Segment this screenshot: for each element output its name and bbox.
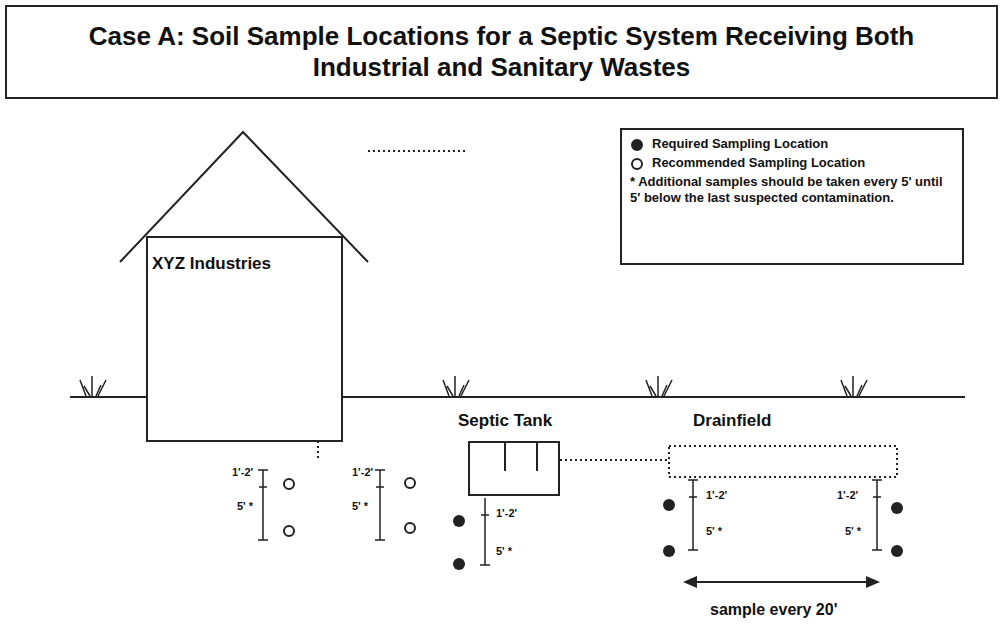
building-node: XYZ Industries: [120, 132, 368, 441]
node-label: XYZ Industries: [152, 254, 271, 274]
recommended-sample-circles: [284, 478, 415, 536]
depth-label: 1'-2': [496, 507, 517, 519]
legend-box: Required Sampling LocationRecommended Sa…: [620, 128, 964, 265]
node-label: Septic Tank: [458, 411, 552, 431]
pipe-branch: [317, 441, 319, 460]
depth-label: 5' *: [706, 525, 722, 537]
depth-label: 5' *: [237, 500, 253, 512]
node-outline: [468, 441, 560, 496]
legend-text: Required Sampling Location: [652, 136, 828, 152]
drainfield-outline: [669, 446, 897, 477]
drainfield-node: Drainfield: [668, 445, 898, 478]
legend-circle: [632, 140, 642, 150]
depth-label: 1'-2': [232, 466, 253, 478]
legend-row: * Additional samples should be taken eve…: [630, 174, 954, 206]
building-wall: [147, 237, 342, 441]
septic-tank-node: Septic Tank: [468, 441, 560, 496]
depth-brackets: [258, 470, 882, 565]
node-outline: [668, 445, 898, 478]
legend-row: Recommended Sampling Location: [630, 155, 954, 171]
depth-label: 5' *: [496, 545, 512, 557]
tank-baffles: [505, 442, 537, 471]
spacing-arrow: [683, 576, 880, 588]
tank-outline: [469, 442, 559, 495]
title-text: Case A: Soil Sample Locations for a Sept…: [52, 21, 952, 83]
legend-text: * Additional samples should be taken eve…: [630, 174, 948, 206]
depth-label: 1'-2': [837, 489, 858, 501]
depth-label: 5' *: [845, 525, 861, 537]
legend-circle: [632, 159, 642, 169]
pipe-connector: [368, 150, 468, 152]
pipe-connector: [560, 459, 668, 461]
recommended-symbol: [630, 157, 644, 171]
required-sample-dots: [453, 499, 903, 570]
legend-row: Required Sampling Location: [630, 136, 954, 152]
title-box: Case A: Soil Sample Locations for a Sept…: [5, 5, 998, 99]
depth-label: 5' *: [352, 500, 368, 512]
depth-label: 1'-2': [706, 489, 727, 501]
node-label: Drainfield: [693, 411, 771, 431]
required-symbol: [630, 138, 644, 152]
legend-text: Recommended Sampling Location: [652, 155, 865, 171]
depth-label: 1'-2': [352, 466, 373, 478]
spacing-label: sample every 20': [710, 601, 837, 619]
node-outline: [120, 132, 368, 441]
